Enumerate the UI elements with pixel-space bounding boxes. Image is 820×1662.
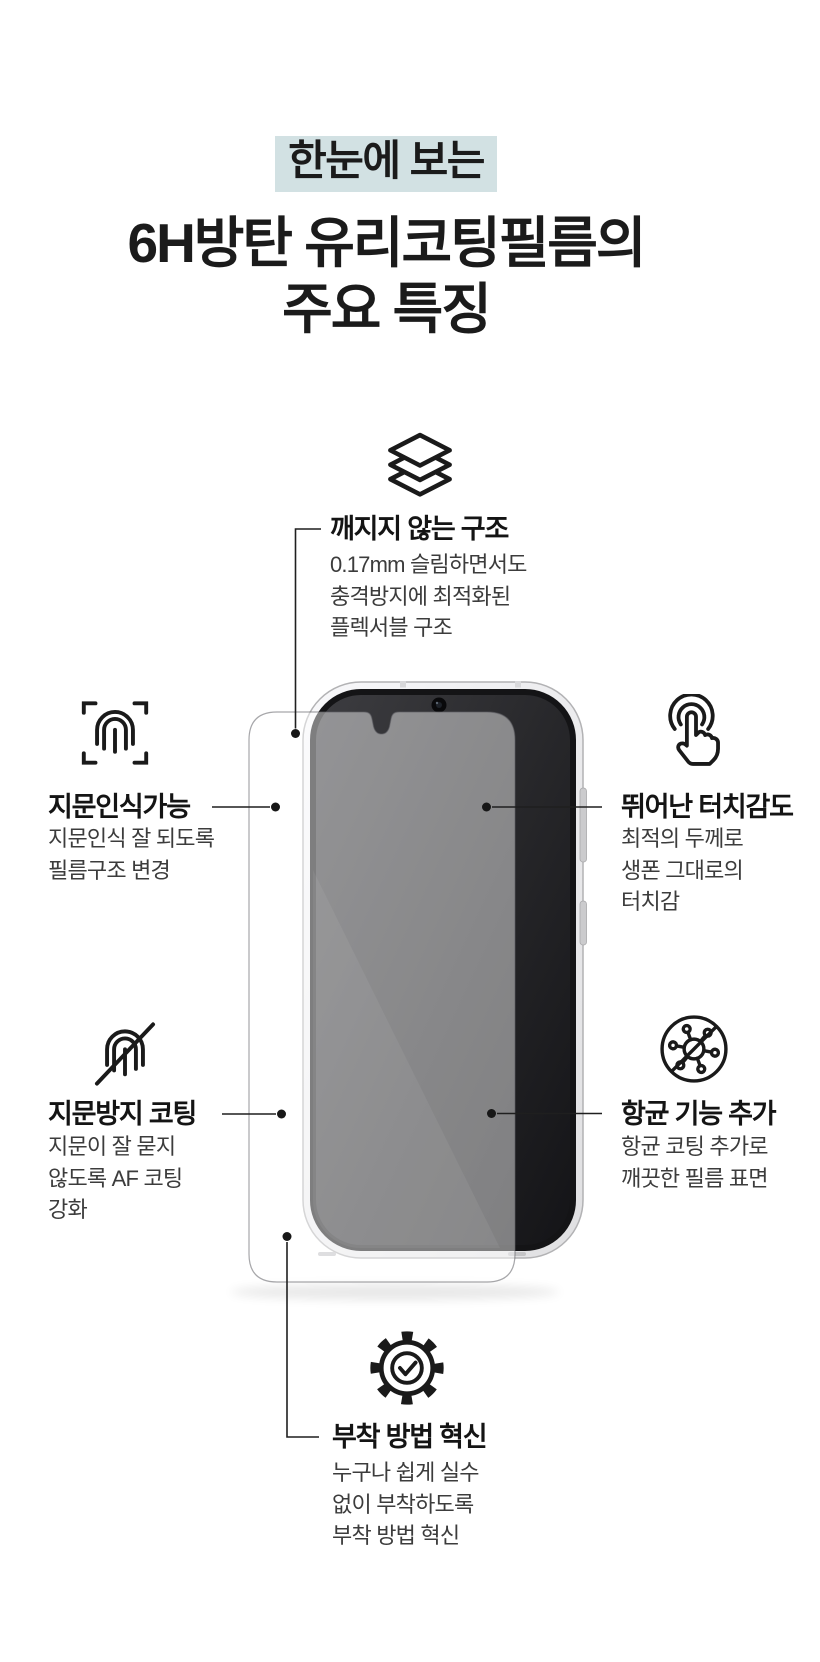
header-eyebrow-highlight: 한눈에 보는	[275, 136, 497, 192]
protective-film	[248, 711, 516, 1283]
volume-button	[579, 787, 587, 863]
front-camera	[431, 697, 447, 713]
page-title-line2: 주요 특징	[282, 278, 492, 340]
callout-dots	[271, 729, 496, 1241]
gear-check-icon	[370, 1331, 444, 1405]
feature-title-fingerprint-unlock: 지문인식가능	[48, 792, 191, 822]
tap-icon	[668, 694, 720, 766]
connector-unbreakable	[294, 528, 321, 729]
header: 한눈에 보는 6H방탄 유리코팅필름의 주요 특징	[0, 136, 772, 342]
power-button	[579, 900, 587, 946]
feature-title-anti-fingerprint: 지문방지 코팅	[48, 1099, 197, 1129]
connector-easy-install	[286, 1242, 319, 1438]
feature-desc-easy-install: 누구나 쉽게 실수 없이 부착하도록 부착 방법 혁신	[332, 1460, 480, 1548]
feature-title-touch: 뛰어난 터치감도	[621, 792, 794, 822]
feature-title-unbreakable: 깨지지 않는 구조	[330, 514, 509, 544]
page-title-line1: 6H방탄 유리코팅필름의	[127, 212, 647, 274]
fingerprint-scan-icon	[81, 701, 149, 765]
feature-desc-anti-fingerprint: 지문이 잘 묻지 않도록 AF 코팅 강화	[48, 1134, 183, 1222]
ground-shadow	[230, 1284, 560, 1300]
feature-title-easy-install: 부착 방법 혁신	[332, 1422, 488, 1452]
feature-desc-antibacterial: 항균 코팅 추가로 깨끗한 필름 표면	[621, 1134, 769, 1191]
feature-desc-unbreakable: 0.17mm 슬림하면서도 충격방지에 최적화된 플렉서블 구조	[330, 552, 527, 640]
virus-slash-icon	[660, 1015, 728, 1083]
feature-title-antibacterial: 항균 기능 추가	[621, 1099, 777, 1129]
feature-desc-touch: 최적의 두께로 생폰 그대로의 터치감	[621, 826, 744, 914]
callout-connectors	[212, 528, 602, 1438]
feature-desc-fingerprint-unlock: 지문인식 잘 되도록 필름구조 변경	[48, 826, 215, 883]
phone-screen	[310, 689, 576, 1251]
fingerprint-slash-icon	[94, 1022, 156, 1086]
layers-icon	[388, 432, 452, 497]
